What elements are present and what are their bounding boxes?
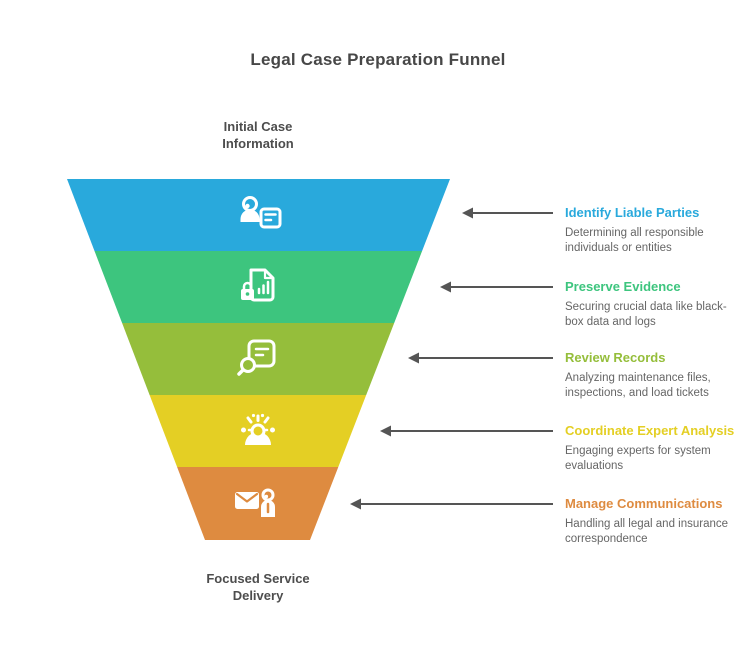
expert-insight-icon [241,413,275,445]
stage-description: Handling all legal and insurance corresp… [565,518,729,545]
funnel-segment-preserve-evidence [94,251,423,323]
stage-name: Identify Liable Parties [565,205,700,220]
stage-name: Manage Communications [565,496,723,511]
arrow-identify-liable-parties [462,207,553,219]
stage-label-coordinate-expert-analysis: Coordinate Expert Analysis Engaging expe… [565,423,750,474]
stage-description: Analyzing maintenance files, inspections… [565,372,711,399]
stage-description: Determining all responsible individuals … [565,227,704,254]
stage-description: Engaging experts for system evaluations [565,445,711,472]
stage-name: Review Records [565,350,666,365]
funnel-bottom-label: Focused Service Delivery [206,571,310,603]
funnel-segment-review-records [122,323,395,395]
page-title: Legal Case Preparation Funnel [250,50,506,69]
mail-person-icon [235,488,275,517]
funnel-top-label: Initial Case Information [222,119,294,151]
document-search-icon [237,339,276,376]
stage-name: Coordinate Expert Analysis [565,423,735,438]
arrow-manage-communications [350,498,553,510]
arrow-preserve-evidence [440,281,553,293]
stage-label-identify-liable-parties: Identify Liable Parties Determining all … [565,205,750,256]
arrow-coordinate-expert-analysis [380,425,553,437]
stage-label-manage-communications: Manage Communications Handling all legal… [565,496,750,547]
stage-description: Securing crucial data like black-box dat… [565,301,727,328]
stage-label-preserve-evidence: Preserve Evidence Securing crucial data … [565,279,750,330]
locked-report-icon [241,268,275,302]
stage-name: Preserve Evidence [565,279,681,294]
person-id-card-icon [240,196,282,229]
arrow-review-records [408,352,553,364]
stage-label-review-records: Review Records Analyzing maintenance fil… [565,350,750,401]
